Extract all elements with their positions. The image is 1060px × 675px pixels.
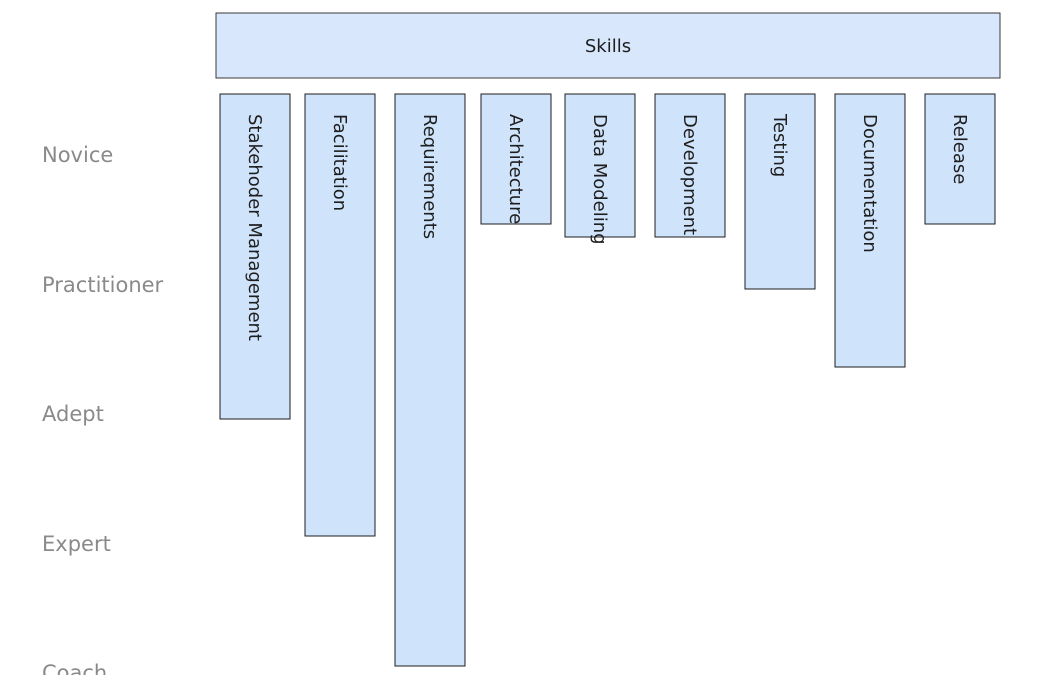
level-label-novice: Novice xyxy=(42,143,113,167)
bar-architecture xyxy=(480,93,552,225)
bar-stakehoder-management xyxy=(219,93,291,420)
bar-label-data-modeling: Data Modeling xyxy=(589,114,610,245)
chart-title: Skills xyxy=(585,36,631,57)
level-label-coach: Coach xyxy=(42,661,107,675)
level-label-practitioner: Practitioner xyxy=(42,273,164,297)
bar-development xyxy=(654,93,726,238)
skills-header: Skills xyxy=(215,12,1001,79)
bar-requirements xyxy=(394,93,466,667)
bar-testing xyxy=(744,93,816,290)
skill-bars: Stakehoder Management Facilitation Require… xyxy=(219,93,996,667)
bar-documentation xyxy=(834,93,906,368)
bar-label-development: Development xyxy=(679,114,700,235)
bar-label-requirements: Requirements xyxy=(419,114,440,239)
bar-label-architecture: Architecture xyxy=(505,114,526,224)
level-label-expert: Expert xyxy=(42,532,111,556)
bar-label-stakehoder-management: Stakehoder Management xyxy=(244,114,265,341)
bar-data-modeling xyxy=(564,93,636,238)
bar-facilitation xyxy=(304,93,376,537)
bar-label-release: Release xyxy=(949,114,970,184)
skills-header-box xyxy=(215,12,1001,79)
bar-release xyxy=(924,93,996,225)
level-label-adept: Adept xyxy=(42,402,104,426)
bar-label-facilitation: Facilitation xyxy=(329,114,350,211)
bar-label-documentation: Documentation xyxy=(859,114,880,253)
bar-label-testing: Testing xyxy=(769,113,790,177)
